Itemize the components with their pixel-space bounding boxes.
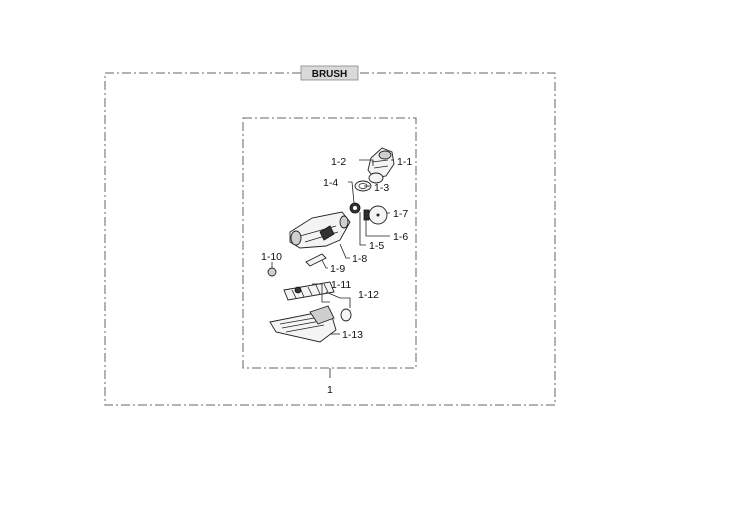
title-tab bbox=[300, 65, 359, 81]
part-bearing bbox=[267, 267, 277, 277]
leader-lines bbox=[271, 159, 394, 335]
inner-frame bbox=[242, 117, 417, 369]
part-base-plate bbox=[269, 305, 337, 343]
part-end-cap bbox=[340, 308, 352, 322]
callout-1-4: 1-4 bbox=[323, 177, 338, 189]
part-upper-housing bbox=[289, 211, 351, 249]
part-neck-joint bbox=[367, 147, 395, 184]
callout-1-3: 1-3 bbox=[374, 182, 389, 194]
part-brush-roller bbox=[283, 281, 335, 301]
callout-1-12: 1-12 bbox=[358, 289, 379, 301]
part-belt bbox=[305, 253, 327, 267]
callout-1-8: 1-8 bbox=[352, 253, 367, 265]
assembly-label: 1 bbox=[327, 384, 333, 396]
part-gear bbox=[349, 202, 361, 214]
callout-1-13: 1-13 bbox=[342, 329, 363, 341]
callout-1-7: 1-7 bbox=[393, 208, 408, 220]
part-spring bbox=[363, 209, 370, 221]
callout-1-9: 1-9 bbox=[330, 263, 345, 275]
title-text: BRUSH bbox=[312, 69, 348, 80]
callout-1-6: 1-6 bbox=[393, 231, 408, 243]
callout-1-2: 1-2 bbox=[331, 156, 346, 168]
callout-1-1: 1-1 bbox=[397, 156, 412, 168]
callout-1-5: 1-5 bbox=[369, 240, 384, 252]
callout-1-11: 1-11 bbox=[331, 279, 351, 291]
callout-1-10: 1-10 bbox=[261, 251, 282, 263]
